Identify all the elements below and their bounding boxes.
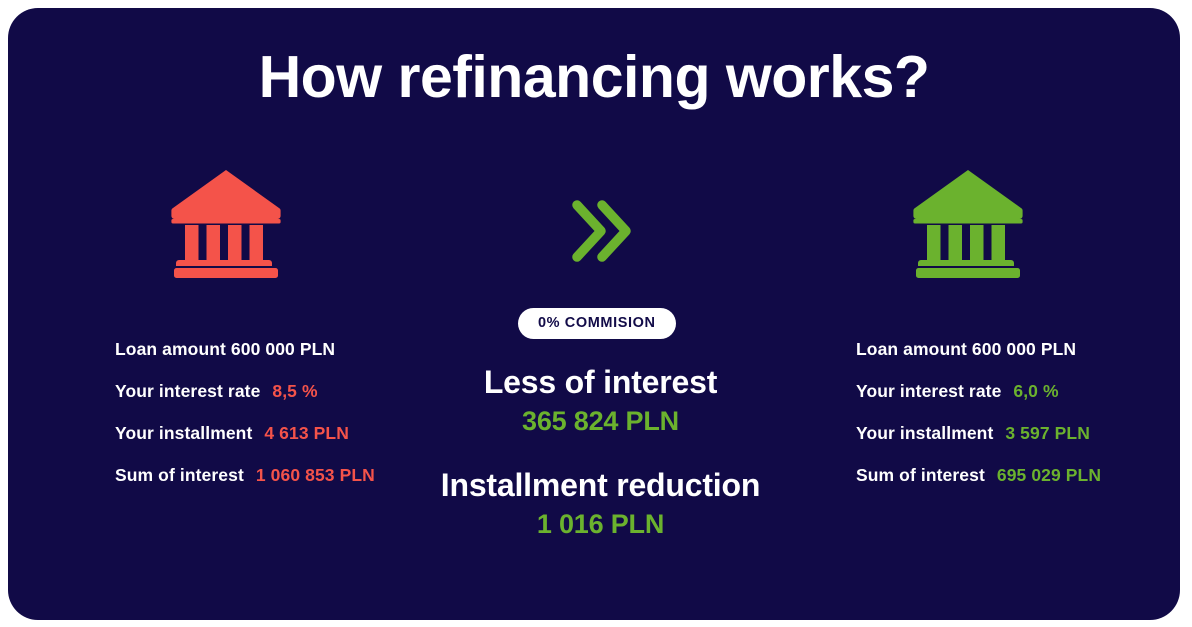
- stat-value: 695 029 PLN: [996, 465, 1102, 485]
- bank-icon: [913, 170, 1023, 278]
- stat-label: Your installment: [856, 423, 994, 443]
- stat-value: 8,5 %: [272, 381, 318, 401]
- commission-badge: 0% COMMISION: [518, 308, 676, 339]
- savings-installment-value: 1 016 PLN: [536, 508, 665, 539]
- infographic-card: How refinancing works? Loan amount 600 0…: [8, 8, 1180, 620]
- stat-value: 1 060 853 PLN: [255, 465, 375, 485]
- column-savings: 0% COMMISION Less of interest 365 824 PL…: [428, 8, 773, 620]
- stat-value: 4 613 PLN: [264, 423, 349, 443]
- bank-icon-red-wrapper: [166, 168, 286, 278]
- stat-label: Loan amount 600 000 PLN: [115, 339, 336, 359]
- savings-installment-heading: Installment reduction: [440, 467, 761, 503]
- stat-loan-amount: Loan amount 600 000 PLN: [115, 339, 475, 359]
- savings-interest-value: 365 824 PLN: [522, 405, 679, 436]
- page-title: How refinancing works?: [258, 44, 930, 110]
- stat-label: Sum of interest: [115, 465, 244, 485]
- stat-installment: Your installment 4 613 PLN: [115, 423, 475, 443]
- stat-label: Your interest rate: [115, 381, 261, 401]
- stat-sum-of-interest: Sum of interest 1 060 853 PLN: [115, 465, 475, 485]
- column-before-refinancing: Loan amount 600 000 PLN Your interest ra…: [68, 8, 428, 620]
- stat-value: 3 597 PLN: [1005, 423, 1090, 443]
- savings-installment-block: Installment reduction 1 016 PLN: [428, 467, 773, 542]
- savings-interest-heading: Less of interest: [483, 364, 718, 400]
- stat-loan-amount: Loan amount 600 000 PLN: [856, 339, 1180, 359]
- stats-before: Loan amount 600 000 PLN Your interest ra…: [115, 339, 475, 485]
- savings-interest-block: Less of interest 365 824 PLN: [428, 364, 773, 439]
- stat-interest-rate: Your interest rate 6,0 %: [856, 381, 1180, 401]
- stat-value: 6,0 %: [1013, 381, 1059, 401]
- stat-sum-of-interest: Sum of interest 695 029 PLN: [856, 465, 1180, 485]
- stat-installment: Your installment 3 597 PLN: [856, 423, 1180, 443]
- bank-icon-green-wrapper: [908, 168, 1028, 278]
- stat-label: Your installment: [115, 423, 253, 443]
- column-after-refinancing: Loan amount 600 000 PLN Your interest ra…: [808, 8, 1168, 620]
- stat-label: Loan amount 600 000 PLN: [856, 339, 1077, 359]
- stats-after: Loan amount 600 000 PLN Your interest ra…: [856, 339, 1180, 485]
- stat-label: Sum of interest: [856, 465, 985, 485]
- double-chevron-right-icon-wrapper: [565, 193, 637, 269]
- bank-icon: [171, 170, 281, 278]
- stat-label: Your interest rate: [856, 381, 1002, 401]
- double-chevron-right-icon: [572, 200, 631, 262]
- stat-interest-rate: Your interest rate 8,5 %: [115, 381, 475, 401]
